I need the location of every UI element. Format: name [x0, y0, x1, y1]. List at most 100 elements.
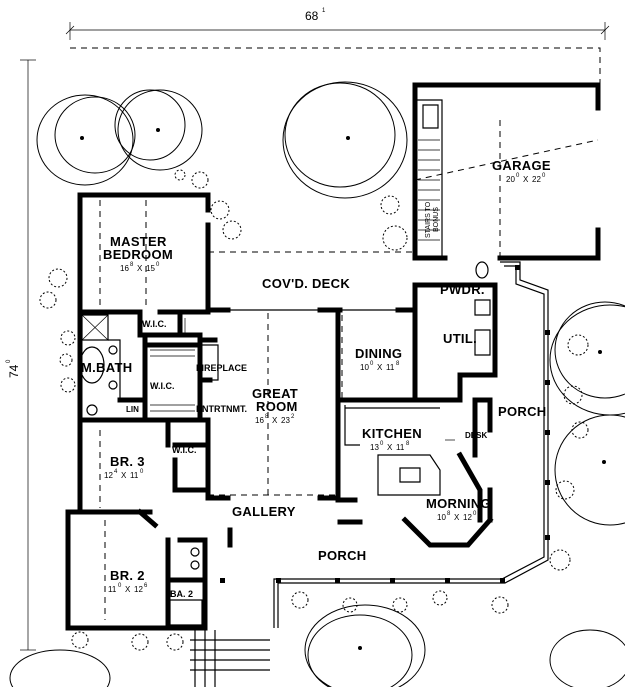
- great-room-dim-2: 23: [281, 416, 290, 425]
- shrubs: [39, 169, 589, 651]
- tree-icon: [554, 414, 625, 526]
- dining-dim-1: 10: [360, 363, 369, 372]
- property-line: [70, 47, 601, 85]
- master-bedroom-dim-sep: X: [137, 264, 143, 273]
- great-room-dim-1: 16: [255, 416, 264, 425]
- room-master-bedroom: MASTER BEDROOM 16 8 X 15 0: [103, 234, 173, 273]
- master-bedroom-dim-1-in: 8: [130, 262, 134, 268]
- wic-br3-name: W.I.C.: [172, 445, 197, 455]
- entrtnmt-name: ENTRTNMT.: [196, 404, 247, 414]
- covd-deck-name: COV'D. DECK: [262, 276, 350, 291]
- br3-dim-2: 11: [130, 471, 139, 480]
- room-dining: DINING 10 0 X 11 8: [355, 346, 402, 372]
- dining-name: DINING: [355, 346, 402, 361]
- morning-dim-1-in: 8: [447, 511, 451, 517]
- room-morning: MORNING 10 8 X 12 0: [426, 496, 491, 522]
- morning-dim-2: 12: [463, 513, 472, 522]
- room-br2: BR. 2 11 0 X 12 6: [108, 568, 148, 594]
- br3-dim-sep: X: [121, 471, 127, 480]
- depth-dimension: 74 0: [6, 59, 36, 651]
- great-room-name-1: GREAT: [252, 386, 298, 401]
- great-room-dim-2-in: 2: [291, 414, 295, 420]
- dining-dim-2-in: 8: [396, 361, 400, 367]
- garage-dim-sep: X: [523, 175, 529, 184]
- master-bedroom-dim-1: 16: [120, 264, 129, 273]
- tree-icon: [282, 81, 408, 199]
- garage-dim-1-in: 0: [516, 173, 520, 179]
- great-room-dim-sep: X: [272, 416, 278, 425]
- stairs-label-2: BONUS: [433, 207, 440, 232]
- util-name: UTIL.: [443, 331, 477, 346]
- landscape-trees: [9, 81, 625, 687]
- stair-treads: [418, 139, 440, 241]
- dining-dim-1-in: 0: [370, 361, 374, 367]
- desk-name: DESK: [465, 431, 487, 440]
- morning-name: MORNING: [426, 496, 491, 511]
- fireplace-name: FIREPLACE: [196, 363, 247, 373]
- depth-fraction: 0: [6, 359, 12, 363]
- br2-dim-1: 11: [108, 585, 117, 594]
- great-room-name-2: ROOM: [256, 399, 298, 414]
- tree-icon: [549, 629, 625, 687]
- stairs-label-1: STAIRS TO: [425, 201, 432, 238]
- master-bedroom-name-2: BEDROOM: [103, 247, 173, 262]
- wic-master-top-name: W.I.C.: [142, 319, 167, 329]
- br3-name: BR. 3: [110, 454, 145, 469]
- master-bedroom-dim-2-in: 0: [156, 262, 160, 268]
- garage-dim-2-in: 0: [542, 173, 546, 179]
- gallery-name: GALLERY: [232, 504, 296, 519]
- garage-name: GARAGE: [492, 158, 551, 173]
- br2-dim-2-in: 6: [144, 583, 148, 589]
- wic-master-name: W.I.C.: [150, 381, 175, 391]
- br2-name: BR. 2: [110, 568, 145, 583]
- porch-railing: [190, 261, 550, 687]
- br2-dim-2: 12: [134, 585, 143, 594]
- width-value: 68: [305, 9, 319, 23]
- great-room-dim-1-in: 8: [265, 414, 269, 420]
- porch-front-name: PORCH: [318, 548, 366, 563]
- kitchen-dim-1-in: 0: [380, 441, 384, 447]
- tree-icon: [114, 89, 203, 171]
- fixtures: [79, 97, 601, 626]
- lin-name: LIN: [126, 405, 139, 414]
- br2-dim-1-in: 0: [118, 583, 122, 589]
- tree-icon: [304, 604, 426, 687]
- master-bedroom-name-1: MASTER: [110, 234, 167, 249]
- room-br3: BR. 3 12 4 X 11 0: [104, 454, 145, 480]
- kitchen-dim-1: 13: [370, 443, 379, 452]
- pwdr-name: PWDR.: [440, 282, 485, 297]
- interior-walls: [77, 309, 218, 631]
- master-bedroom-dim-2: 15: [146, 264, 155, 273]
- m-bath-name: M.BATH: [81, 360, 132, 375]
- tree-icon: [36, 94, 136, 186]
- room-great-room: GREAT ROOM 16 8 X 23 2: [252, 386, 298, 425]
- kitchen-name: KITCHEN: [362, 426, 422, 441]
- width-fraction: 1: [322, 8, 326, 14]
- morning-dim-sep: X: [454, 513, 460, 522]
- porch-east-name: PORCH: [498, 404, 546, 419]
- ba2-name: BA. 2: [170, 589, 193, 599]
- exterior-walls: [65, 82, 601, 631]
- br3-dim-1: 12: [104, 471, 113, 480]
- dining-dim-2: 11: [386, 363, 395, 372]
- br3-dim-2-in: 0: [140, 469, 144, 475]
- kitchen-dim-sep: X: [387, 443, 393, 452]
- garage-dim-1: 20: [506, 175, 515, 184]
- room-kitchen: KITCHEN 13 0 X 11 8: [362, 426, 422, 452]
- width-dimension: 68 1: [65, 8, 610, 40]
- room-labels: GARAGE 20 0 X 22 0 STAIRS TO BONUS MASTE…: [81, 158, 551, 599]
- room-garage: GARAGE 20 0 X 22 0: [492, 158, 551, 184]
- morning-dim-2-in: 0: [473, 511, 477, 517]
- room-stairs: STAIRS TO BONUS: [425, 201, 440, 238]
- tree-icon: [549, 301, 625, 416]
- kitchen-dim-2-in: 8: [406, 441, 410, 447]
- dining-dim-sep: X: [377, 363, 383, 372]
- br3-dim-1-in: 4: [114, 469, 118, 475]
- tree-icon: [9, 649, 111, 687]
- morning-dim-1: 10: [437, 513, 446, 522]
- garage-dim-2: 22: [532, 175, 541, 184]
- depth-value: 74: [7, 364, 21, 378]
- br2-dim-sep: X: [125, 585, 131, 594]
- kitchen-dim-2: 11: [396, 443, 405, 452]
